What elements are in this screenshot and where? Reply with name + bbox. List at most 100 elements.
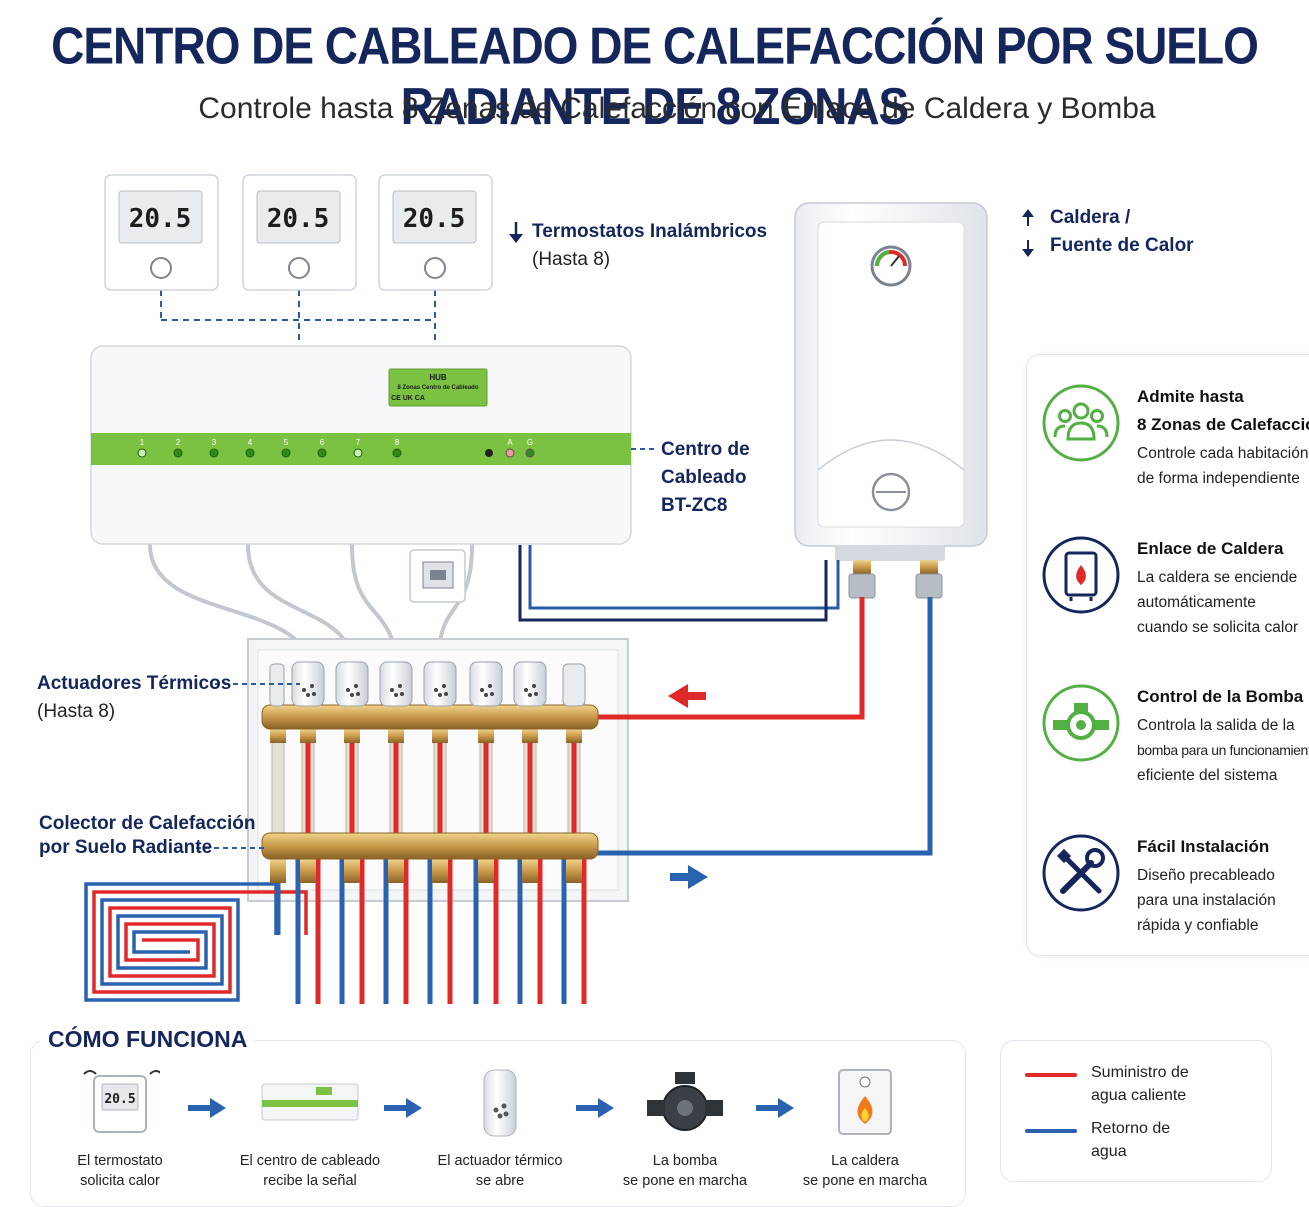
status-led xyxy=(505,448,515,458)
step-pump-line1: La bomba xyxy=(652,1153,718,1169)
legend-supply-text: Suministro de agua caliente xyxy=(1091,1061,1261,1107)
step-thermostat-text: El termostato solicita calor xyxy=(40,1151,200,1191)
step-actuator-text: El actuador térmico se abre xyxy=(420,1151,580,1191)
manifold-fitting xyxy=(300,859,316,883)
actuator-label: Actuadores Térmicos (Hasta 8) xyxy=(37,670,231,726)
features-panel: Admite hasta 8 Zonas de Calefacción Cont… xyxy=(1026,354,1309,956)
arrow-right-icon xyxy=(756,1098,794,1118)
feature-easy-install-desc-line3: rápida y confiable xyxy=(1137,917,1259,934)
hub-label: Centro de Cableado BT-ZC8 xyxy=(661,436,750,520)
thermostat-2: 20.5 xyxy=(242,174,357,291)
return-pipe xyxy=(595,597,933,856)
manifold-fitting xyxy=(522,729,538,743)
thermal-actuator xyxy=(379,661,413,707)
manifold-fitting xyxy=(566,729,582,743)
svg-text:20.5: 20.5 xyxy=(129,204,192,234)
hub-icon xyxy=(261,1083,359,1121)
pump-icon xyxy=(647,1072,723,1131)
boiler-unit xyxy=(794,202,988,599)
feature-boiler-link-desc-line3: cuando se solicita calor xyxy=(1137,619,1299,636)
step-thermostat-line2: solicita calor xyxy=(80,1173,160,1189)
hub-sticker-title: HUB xyxy=(429,373,447,382)
thermal-actuator xyxy=(335,661,369,707)
zone-number: 5 xyxy=(284,438,289,447)
zone-led xyxy=(281,448,291,458)
actuator-vent xyxy=(310,684,314,688)
feature-zones-title: Admite hasta 8 Zonas de Calefacción xyxy=(1137,383,1309,439)
wiring-hub xyxy=(90,345,632,603)
status-letter: G xyxy=(527,438,533,447)
boiler-label-line2: Fuente de Calor xyxy=(1050,235,1194,256)
thermal-actuator xyxy=(469,661,503,707)
step-thermostat-line1: El termostato xyxy=(77,1153,163,1169)
actuator-vent xyxy=(398,684,402,688)
thermostat-3: 20.5 xyxy=(378,174,493,291)
step-hub-line2: recibe la señal xyxy=(263,1173,357,1189)
arrow-right-icon xyxy=(576,1098,614,1118)
supply-manifold-bar xyxy=(261,704,599,730)
hub-label-line2: Cableado xyxy=(661,467,747,488)
actuator-vent xyxy=(532,684,536,688)
actuator-body xyxy=(513,661,547,707)
thermal-actuator xyxy=(291,661,325,707)
actuator-vent xyxy=(354,684,358,688)
manifold-fitting xyxy=(478,729,494,743)
status-letter: A xyxy=(507,438,513,447)
actuator-body xyxy=(469,661,503,707)
feature-boiler-link-desc-line1: La caldera se enciende xyxy=(1137,569,1298,586)
feature-pump-control-desc-line2: bomba para un funcionamiento xyxy=(1137,742,1309,758)
actuator-vent xyxy=(434,688,438,692)
feature-easy-install-desc-line1: Diseño precableado xyxy=(1137,867,1275,884)
manifold-riser xyxy=(271,728,285,834)
actuator-vent xyxy=(524,688,528,692)
return-flow-arrow xyxy=(670,865,708,889)
feature-easy-install-title: Fácil Instalación xyxy=(1137,833,1309,861)
actuator-label-sub: (Hasta 8) xyxy=(37,701,116,722)
step-hub-text: El centro de cableado recibe la señal xyxy=(230,1151,390,1191)
zone-led xyxy=(392,448,402,458)
feature-boiler-link-title: Enlace de Caldera xyxy=(1137,535,1309,563)
up-down-arrow-icon xyxy=(1022,209,1034,257)
actuator-vent xyxy=(312,692,316,696)
step-thermostat: 20.5 El termostato solicita calor xyxy=(40,1066,200,1191)
manifold-fitting xyxy=(388,859,404,883)
manifold-fitting xyxy=(270,859,286,883)
tools-icon xyxy=(1042,834,1120,912)
manifold-fitting xyxy=(478,859,494,883)
zone-number: 2 xyxy=(176,438,181,447)
manifold-label-line2: por Suelo Radiante xyxy=(39,837,213,858)
svg-text:20.5: 20.5 xyxy=(403,204,466,234)
manifold-fitting xyxy=(432,729,448,743)
actuator-body xyxy=(379,661,413,707)
thermostat-label-sub: (Hasta 8) xyxy=(532,249,611,270)
thermostat-label: Termostatos Inalámbricos (Hasta 8) xyxy=(532,218,767,274)
feature-pump-control-desc: Controla la salida de la bomba para un f… xyxy=(1137,713,1309,788)
actuator-vent xyxy=(528,693,532,697)
actuator-vent xyxy=(350,693,354,697)
zone-number: 1 xyxy=(140,438,145,447)
feature-easy-install-title-line1: Fácil Instalación xyxy=(1137,837,1270,856)
actuator-label-text: Actuadores Térmicos xyxy=(37,673,232,694)
actuator-vent xyxy=(346,688,350,692)
step-pump-line2: se pone en marcha xyxy=(622,1173,748,1189)
boiler-flame-icon xyxy=(1042,536,1120,614)
arrow-right-icon xyxy=(188,1098,226,1118)
step-actuator-line2: se abre xyxy=(475,1173,525,1189)
actuator-body xyxy=(423,661,457,707)
boiler-control-wiring xyxy=(518,545,840,622)
return-manifold-bar xyxy=(261,832,599,860)
zone-led xyxy=(317,448,327,458)
step-boiler-line2: se pone en marcha xyxy=(802,1173,928,1189)
step-pump: La bomba se pone en marcha xyxy=(605,1066,765,1191)
pump-icon xyxy=(1042,684,1120,762)
manifold-fitting xyxy=(344,729,360,743)
status-led xyxy=(525,448,535,458)
feature-zones-title-line1: Admite hasta xyxy=(1137,387,1244,406)
feature-zones-desc-line1: Controle cada habitación xyxy=(1137,445,1309,462)
zone-number: 4 xyxy=(248,438,253,447)
how-it-works-title: CÓMO FUNCIONA xyxy=(40,1026,256,1053)
feature-pump-control-title-line1: Control de la Bomba xyxy=(1137,687,1304,706)
feature-pump-control-title: Control de la Bomba xyxy=(1137,683,1309,711)
legend-supply-line1: Suministro de xyxy=(1091,1064,1189,1081)
